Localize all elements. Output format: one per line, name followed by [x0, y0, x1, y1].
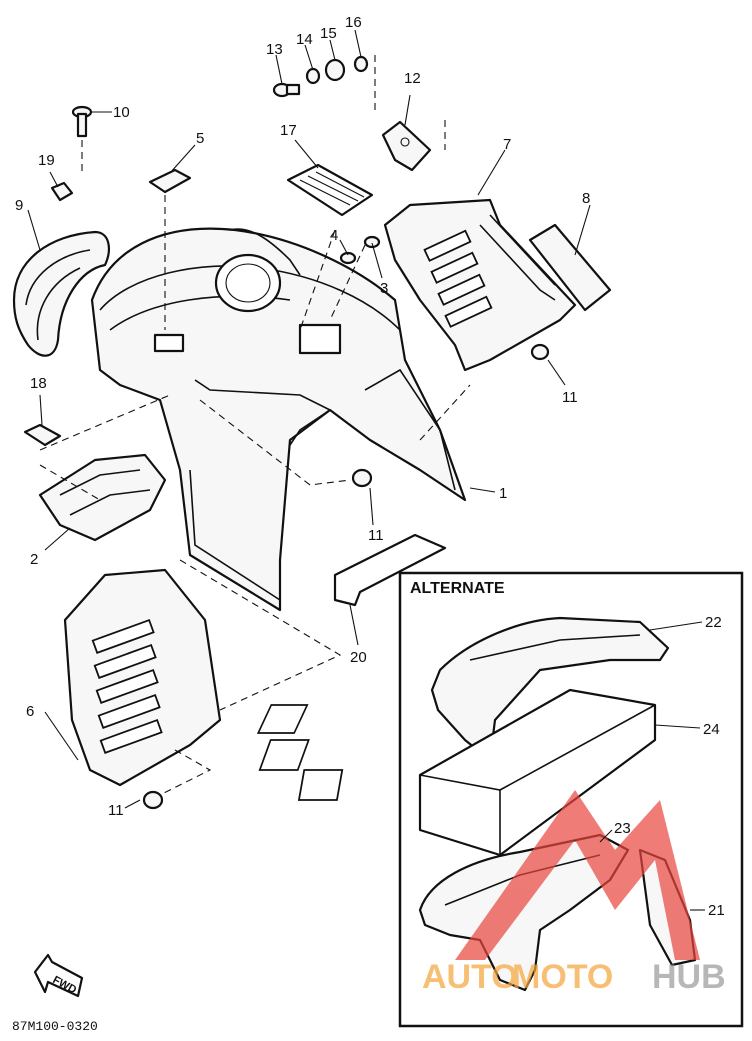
watermark-text-hub: HUB	[652, 958, 726, 996]
drawing-code: 87M100-0320	[12, 1019, 98, 1034]
part-12-bracket	[381, 120, 432, 172]
callout-19: 19	[38, 152, 55, 169]
fwd-arrow: FWD	[33, 953, 84, 998]
callout-22: 22	[705, 614, 722, 631]
watermark: AUTO MOTO HUB	[422, 790, 726, 996]
part-8-strip	[528, 223, 612, 312]
callout-21: 21	[708, 902, 725, 919]
watermark-text-auto: AUTO	[422, 958, 518, 996]
part-9-side-cover	[12, 230, 110, 357]
callout-1: 1	[499, 485, 507, 502]
callout-10: 10	[113, 104, 130, 121]
part-2-lower-panel	[38, 453, 167, 542]
part-11-screws	[142, 343, 550, 810]
callout-23: 23	[614, 820, 631, 837]
part-10-screw	[71, 105, 93, 138]
part-24-foam-block	[256, 688, 657, 857]
part-18-pad	[23, 423, 62, 447]
leader-lines	[27, 29, 705, 911]
watermark-logo-mark	[455, 790, 700, 960]
part-17-label	[286, 163, 374, 217]
part-23-tray	[418, 833, 630, 992]
callout-15: 15	[320, 25, 337, 42]
callout-11-center: 11	[368, 527, 384, 544]
callout-9: 9	[15, 197, 23, 214]
part-7-vent-panel	[383, 198, 577, 372]
callout-3: 3	[380, 280, 388, 297]
watermark-text-moto: MOTO	[512, 958, 613, 996]
callout-12: 12	[404, 70, 421, 87]
callout-11-left: 11	[108, 802, 124, 819]
part-13-16-hardware	[272, 55, 369, 98]
alternate-title: ALTERNATE	[410, 580, 505, 597]
callout-16: 16	[345, 14, 362, 31]
callout-20: 20	[350, 649, 367, 666]
callout-2: 2	[30, 551, 38, 568]
callout-8: 8	[582, 190, 590, 207]
part-1-front-cowl	[90, 227, 467, 612]
assembly-lines	[39, 55, 471, 796]
callout-18: 18	[30, 375, 47, 392]
callout-5: 5	[196, 130, 204, 147]
callout-14: 14	[296, 31, 313, 48]
callout-4: 4	[330, 227, 338, 244]
part-20-strip	[333, 533, 447, 607]
callout-labels: 1 2 3 4 5 6 7 8 9 10 11 11 11 12 13 14 1…	[15, 14, 725, 919]
part-3-4-clips	[339, 235, 381, 265]
callout-6: 6	[26, 703, 34, 720]
part-6-vent-panel	[63, 568, 222, 787]
part-5-clip	[148, 168, 192, 194]
callout-13: 13	[266, 41, 283, 58]
callout-24: 24	[703, 721, 720, 738]
callout-17: 17	[280, 122, 297, 139]
callout-7: 7	[503, 136, 511, 153]
callout-11-right: 11	[562, 389, 578, 406]
part-19-grommet	[50, 181, 74, 202]
